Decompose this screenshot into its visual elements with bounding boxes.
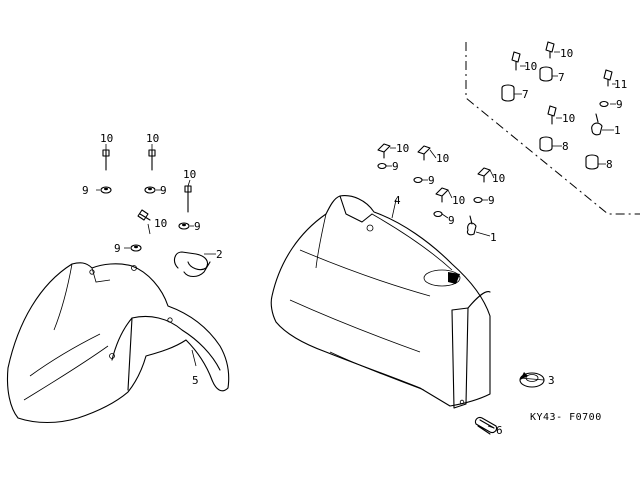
callout-label: 6 [496, 424, 503, 437]
callout-label: 10 [436, 152, 449, 165]
callout-label: 9 [428, 174, 435, 187]
diagram-code: KY43- F0700 [530, 412, 602, 423]
callout-label: 10 [560, 47, 573, 60]
callout-label: 9 [160, 184, 167, 197]
callout-label: 11 [614, 78, 627, 91]
center-hardware [377, 143, 545, 429]
callout-label: 10 [183, 168, 196, 181]
callout-label: 10 [524, 60, 537, 73]
callout-label: 10 [396, 142, 409, 155]
callout-label: 5 [192, 374, 199, 387]
inset-frame [465, 42, 640, 215]
callout-label: 9 [616, 98, 623, 111]
callout-label: 7 [522, 88, 529, 101]
callout-label: 10 [452, 194, 465, 207]
callout-label: 1 [490, 231, 497, 244]
rear-fender-right [270, 195, 491, 409]
callout-label: 10 [492, 172, 505, 185]
callout-label: 9 [114, 242, 121, 255]
callout-label: 10 [154, 217, 167, 230]
bolt-6 [474, 416, 498, 435]
wire-clip [173, 251, 211, 278]
callout-label: 10 [562, 112, 575, 125]
callout-label: 9 [448, 214, 455, 227]
callout-labels: 10 10 10 10 9 9 9 9 2 5 10 10 10 10 9 9 … [82, 47, 627, 437]
inset-hardware [501, 41, 616, 170]
callout-label: 8 [606, 158, 613, 171]
callout-label: 2 [216, 248, 223, 261]
callout-label: 10 [146, 132, 159, 145]
callout-label: 9 [488, 194, 495, 207]
left-hardware [96, 144, 216, 367]
front-fender-left [6, 262, 230, 424]
callout-label: 10 [100, 132, 113, 145]
callout-label: 9 [392, 160, 399, 173]
callout-label: 3 [548, 374, 555, 387]
callout-label: 1 [614, 124, 621, 137]
callout-label: 9 [82, 184, 89, 197]
callout-label: 7 [558, 71, 565, 84]
callout-label: 8 [562, 140, 569, 153]
callout-label: 4 [394, 194, 401, 207]
callout-label: 9 [194, 220, 201, 233]
